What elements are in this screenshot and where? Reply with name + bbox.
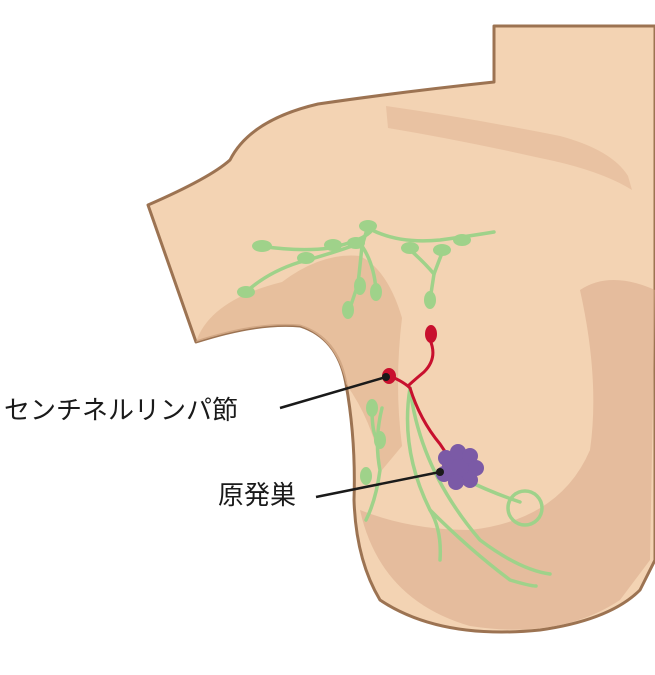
lymph-node: [401, 242, 419, 254]
lymph-node: [252, 240, 272, 252]
lymph-node: [360, 467, 372, 485]
sentinel-node-label: センチネルリンパ節: [4, 396, 239, 426]
tumor-leader-dot: [436, 468, 444, 476]
tumor-leader-line: [315, 470, 441, 499]
lymph-node: [366, 399, 378, 417]
breast-shadow: [360, 280, 655, 630]
sentinel-node-upper: [425, 325, 437, 343]
lymph-ring: [506, 489, 544, 527]
lymph-node: [297, 252, 315, 264]
leader-lines: [279, 375, 441, 499]
lymph-node: [324, 239, 342, 251]
lymph-node: [354, 277, 366, 295]
sentinel-leader-line: [279, 375, 387, 410]
lymph-node: [374, 431, 386, 449]
primary-tumor: [436, 444, 484, 490]
primary-tumor-label: 原発巣: [218, 481, 297, 511]
lymph-node: [453, 234, 471, 246]
lymph-node: [433, 244, 451, 256]
lymph-node: [424, 291, 436, 309]
sentinel-leader-dot: [382, 373, 390, 381]
lymph-node: [237, 286, 255, 298]
lymph-node: [370, 283, 382, 301]
lymph-nodes: [237, 220, 471, 485]
lymph-node: [359, 220, 377, 232]
collarbone-shadow: [386, 106, 632, 190]
lymph-node: [342, 301, 354, 319]
lymph-node: [347, 237, 365, 249]
